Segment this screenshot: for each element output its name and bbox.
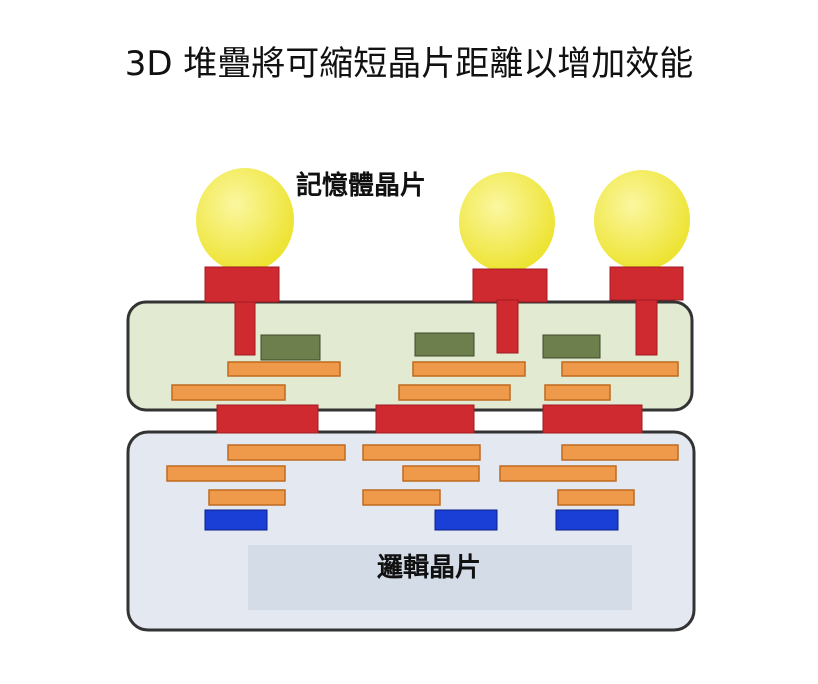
wire: [227, 361, 341, 377]
via-stem: [635, 299, 658, 356]
blue-pad: [555, 509, 619, 531]
logic-label-background: [248, 545, 632, 610]
solder-ball: [196, 168, 294, 272]
via-cap: [472, 268, 548, 303]
wire: [402, 465, 480, 482]
green-pad: [414, 332, 475, 357]
via-cap: [204, 266, 280, 303]
solder-ball: [594, 170, 690, 270]
memory-chip-label: 記憶體晶片: [296, 170, 426, 201]
logic-chip-label: 邏輯晶片: [377, 552, 481, 583]
wire: [499, 465, 617, 482]
wire: [412, 361, 526, 377]
micro-bumps: [216, 404, 643, 434]
solder-ball: [459, 172, 555, 272]
blue-pad: [204, 509, 268, 531]
through-silicon-vias: [204, 266, 684, 356]
via-stem: [496, 299, 519, 354]
green-pad: [260, 334, 321, 361]
wire: [561, 361, 679, 377]
green-pad: [542, 334, 601, 359]
wire: [362, 489, 441, 506]
wire: [208, 489, 286, 506]
page-title: 3D 堆疊將可縮短晶片距離以增加效能: [124, 44, 694, 84]
memory-pads: [260, 332, 601, 361]
micro-bump: [375, 404, 475, 434]
wire: [557, 489, 635, 506]
micro-bump: [542, 404, 643, 434]
blue-pad: [434, 509, 498, 531]
interconnect-wires: [166, 361, 679, 506]
wire: [362, 444, 481, 461]
via-stem: [234, 301, 256, 356]
micro-bump: [216, 404, 319, 434]
via-cap: [609, 266, 684, 301]
wire: [227, 444, 346, 461]
wire: [398, 384, 511, 401]
logic-pads: [204, 509, 619, 531]
wire: [544, 384, 611, 401]
solder-balls: [196, 168, 690, 272]
wire: [166, 465, 286, 482]
wire: [561, 444, 679, 461]
wire: [171, 384, 286, 401]
